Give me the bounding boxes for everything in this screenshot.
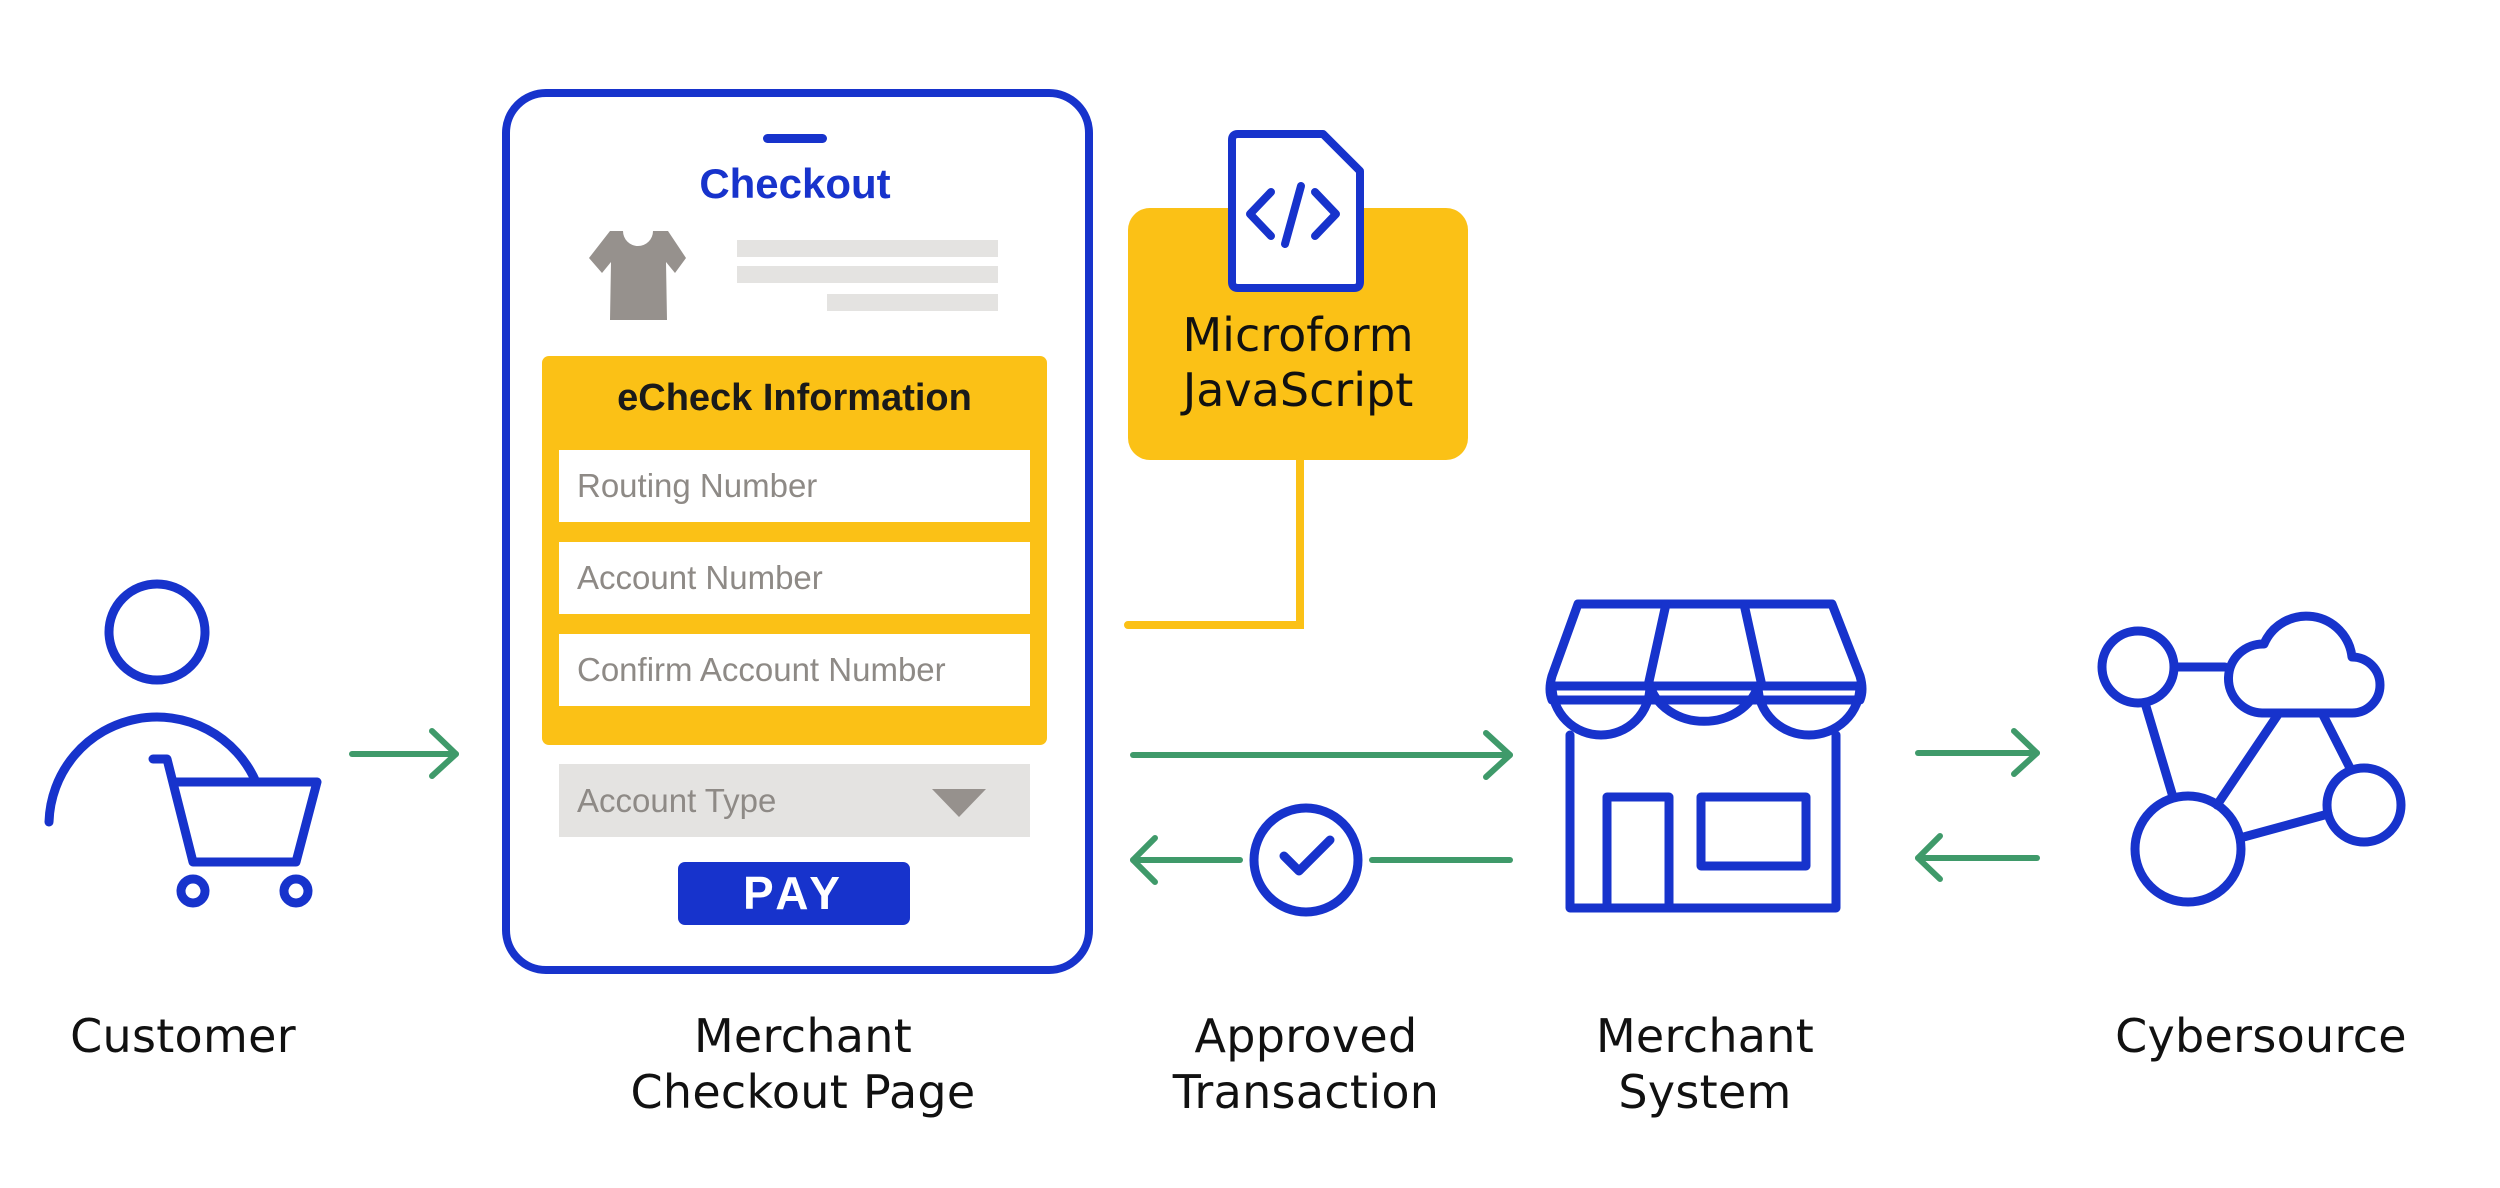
- pay-button[interactable]: PAY: [678, 862, 910, 925]
- cart-wheel-left: [176, 874, 210, 908]
- merchant-system-label-line1: Merchant: [1595, 1009, 1815, 1063]
- merchant-system-label-line2: System: [1618, 1065, 1792, 1119]
- cybersource-label: Cybersource: [2011, 1008, 2500, 1064]
- cloud: [2224, 611, 2385, 718]
- customer-body: [44, 712, 261, 827]
- chevron-down-icon[interactable]: [932, 789, 986, 817]
- echeck-title: eCheck Information: [617, 377, 972, 419]
- customer-label: Customer: [0, 1008, 433, 1064]
- customer-label-text: Customer: [70, 1009, 296, 1063]
- merchant-system-label: Merchant System: [1455, 1008, 1955, 1120]
- awning-scallops: [1547, 681, 1865, 740]
- network-node-b: [2130, 791, 2246, 907]
- confirm-account-number-field[interactable]: Confirm Account Number: [559, 634, 1030, 706]
- cloud-network-icon: [2097, 611, 2406, 907]
- cybersource-label-text: Cybersource: [2115, 1009, 2407, 1063]
- approved-label-line2: Transaction: [1172, 1065, 1440, 1119]
- microform-label: Microform JavaScript: [1128, 308, 1468, 418]
- check-circle-icon: [1249, 803, 1363, 917]
- shop-window: [1696, 792, 1811, 871]
- microform-label-line2: JavaScript: [1182, 363, 1414, 417]
- arrow-cybersource-to-merchant: [1915, 833, 2040, 882]
- arrow-merchant-to-checkout: [1130, 835, 1513, 885]
- customer-with-cart-icon: [44, 579, 322, 908]
- approved-label-line1: Approved: [1194, 1009, 1418, 1063]
- code-file-icon: [1228, 130, 1364, 292]
- storefront-icon: [1545, 599, 1867, 913]
- building-walls: [1565, 730, 1841, 913]
- product-text-line-1: [737, 240, 998, 257]
- arrow-checkout-to-merchant: [1130, 730, 1513, 780]
- microform-label-line1: Microform: [1182, 308, 1414, 362]
- network-node-a: [2097, 626, 2179, 708]
- checkout-page-label-line2: Checkout Page: [630, 1065, 976, 1119]
- product-text-line-2: [737, 266, 998, 283]
- network-node-c: [2322, 763, 2406, 847]
- phone-notch: [763, 134, 827, 143]
- door: [1602, 792, 1674, 913]
- product-price-line: [827, 294, 998, 311]
- routing-number-field[interactable]: Routing Number: [559, 450, 1030, 522]
- account-number-field[interactable]: Account Number: [559, 542, 1030, 614]
- checkout-page-label-line1: Merchant: [693, 1009, 913, 1063]
- cart-wheel-right: [279, 874, 313, 908]
- checkout-title: Checkout: [699, 160, 891, 207]
- microform-connector: [1124, 451, 1304, 629]
- arrow-customer-to-checkout: [349, 728, 459, 779]
- tshirt-icon: [589, 231, 686, 320]
- customer-head: [104, 579, 210, 685]
- checkout-page-label: Merchant Checkout Page: [553, 1008, 1053, 1120]
- cart-basket: [148, 754, 322, 867]
- approved-transaction-label: Approved Transaction: [1056, 1008, 1556, 1120]
- arrow-merchant-to-cybersource: [1915, 728, 2040, 777]
